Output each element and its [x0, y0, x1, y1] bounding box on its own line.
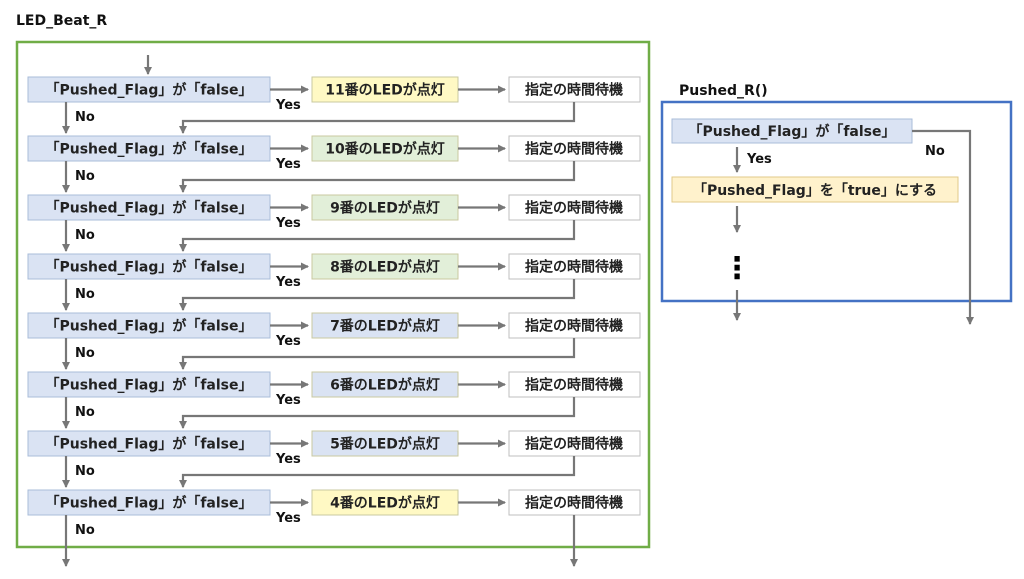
return-loop-arrow	[179, 338, 576, 370]
left-panel-rows: 「Pushed_Flag」が「false」Yes11番のLEDが点灯指定の時間待…	[27, 55, 641, 567]
condition-label: 「Pushed_Flag」が「false」	[45, 495, 252, 512]
wait-label: 指定の時間待機	[525, 436, 623, 453]
led-action-box	[311, 135, 459, 162]
no-label: No	[75, 228, 95, 243]
condition-label: 「Pushed_Flag」が「false」	[45, 318, 252, 335]
return-loop-arrow	[179, 102, 576, 134]
return-loop-arrow	[179, 161, 576, 193]
led-action-label: 10番のLEDが点灯	[325, 141, 445, 158]
yes-label: Yes	[275, 216, 301, 231]
right-condition-label: 「Pushed_Flag」が「false」	[688, 123, 895, 140]
right-no-label: No	[925, 144, 945, 159]
return-loop-arrow	[179, 397, 576, 429]
right-action-label: 「Pushed_Flag」を「true」にする	[693, 182, 937, 199]
condition-label: 「Pushed_Flag」が「false」	[45, 200, 252, 217]
condition-box	[27, 253, 271, 280]
led-action-label: 4番のLEDが点灯	[330, 495, 440, 512]
wait-label: 指定の時間待機	[525, 200, 623, 217]
wait-label: 指定の時間待機	[525, 318, 623, 335]
yes-label: Yes	[275, 393, 301, 408]
wait-label: 指定の時間待機	[525, 82, 623, 99]
led-action-box	[311, 430, 459, 457]
wait-box	[508, 312, 641, 339]
wait-box	[508, 76, 641, 103]
wait-label: 指定の時間待機	[525, 377, 623, 394]
led-action-label: 5番のLEDが点灯	[330, 436, 440, 453]
condition-label: 「Pushed_Flag」が「false」	[45, 377, 252, 394]
no-label: No	[75, 346, 95, 361]
led-action-box	[311, 76, 459, 103]
led-action-box	[311, 312, 459, 339]
yes-label: Yes	[275, 452, 301, 467]
condition-box	[27, 371, 271, 398]
condition-box	[27, 312, 271, 339]
right-no-arrow	[912, 129, 974, 325]
wait-label: 指定の時間待機	[525, 141, 623, 158]
wait-box	[508, 135, 641, 162]
left-panel-title: LED_Beat_R	[16, 13, 107, 29]
right-panel-title: Pushed_R()	[679, 83, 768, 99]
led-action-label: 7番のLEDが点灯	[330, 318, 440, 335]
no-label: No	[75, 287, 95, 302]
led-action-label: 9番のLEDが点灯	[330, 200, 440, 217]
condition-box	[27, 489, 271, 516]
right-yes-label: Yes	[746, 152, 772, 167]
no-label: No	[75, 169, 95, 184]
return-loop-arrow	[179, 220, 576, 252]
no-label: No	[75, 523, 95, 538]
condition-box	[27, 135, 271, 162]
yes-label: Yes	[275, 511, 301, 526]
led-action-label: 8番のLEDが点灯	[330, 259, 440, 276]
yes-label: Yes	[275, 334, 301, 349]
condition-label: 「Pushed_Flag」が「false」	[45, 82, 252, 99]
led-action-box	[311, 489, 459, 516]
condition-label: 「Pushed_Flag」が「false」	[45, 141, 252, 158]
return-loop-arrow	[179, 279, 576, 311]
wait-box	[508, 253, 641, 280]
wait-box	[508, 371, 641, 398]
led-action-box	[311, 194, 459, 221]
right-condition-box	[671, 118, 913, 144]
yes-label: Yes	[275, 275, 301, 290]
condition-label: 「Pushed_Flag」が「false」	[45, 259, 252, 276]
led-action-label: 6番のLEDが点灯	[330, 377, 440, 394]
wait-label: 指定の時間待機	[525, 259, 623, 276]
condition-label: 「Pushed_Flag」が「false」	[45, 436, 252, 453]
yes-label: Yes	[275, 157, 301, 172]
wait-box	[508, 489, 641, 516]
led-action-label: 11番のLEDが点灯	[325, 82, 445, 99]
wait-box	[508, 194, 641, 221]
no-label: No	[75, 405, 95, 420]
return-loop-arrow	[179, 456, 576, 488]
right-continuation-dots: ⋮	[722, 251, 752, 286]
wait-label: 指定の時間待機	[525, 495, 623, 512]
no-label: No	[75, 110, 95, 125]
led-action-box	[311, 253, 459, 280]
right-panel-frame	[660, 100, 1013, 303]
yes-label: Yes	[275, 98, 301, 113]
led-action-box	[311, 371, 459, 398]
right-action-box	[671, 176, 959, 203]
no-label: No	[75, 464, 95, 479]
left-panel-frame	[15, 40, 651, 549]
